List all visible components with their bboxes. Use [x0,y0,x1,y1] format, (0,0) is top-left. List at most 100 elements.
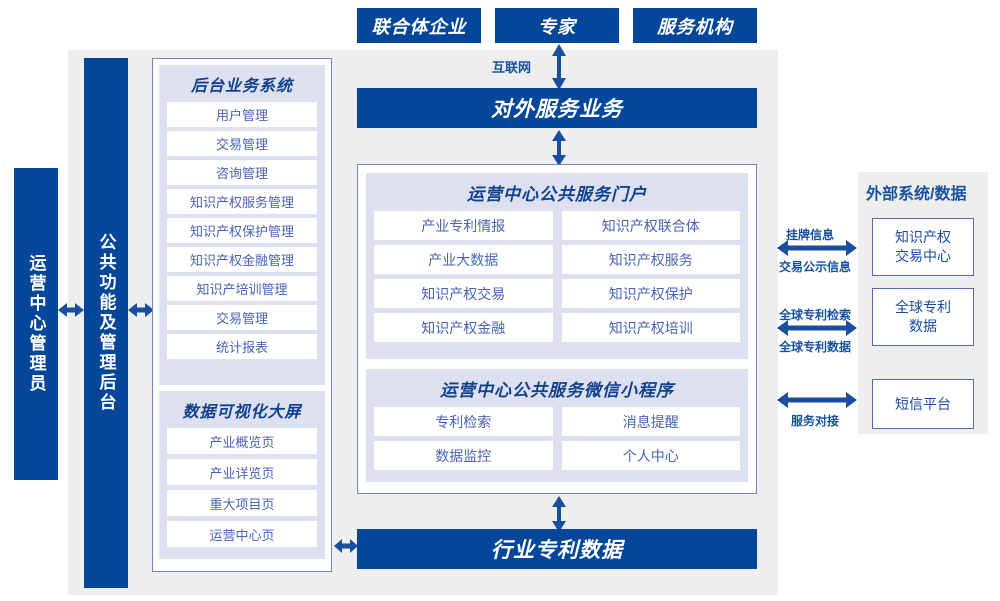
internet-label: 互联网 [492,60,532,75]
portal-item[interactable]: 知识产权保护 [561,279,740,308]
list-item[interactable]: 交易管理 [167,131,317,156]
list-item-label: 交易管理 [215,311,268,326]
portal-item-label: 知识产权金融 [421,319,506,336]
external-box-line2: 交易中心 [895,248,951,264]
list-item[interactable]: 知识产培训管理 [167,276,317,301]
connector-label-below: 全球专利数据 [779,340,852,354]
external-systems-title: 外部系统/数据 [866,186,967,203]
portal-group: 运营中心公共服务门户 产业专利情报 知识产权联合体 产业大数据 知识产权服务 知… [366,173,748,359]
service-to-portal-arrow [550,130,568,166]
role-link-arrow-right [128,302,154,318]
connector-label-below: 服务对接 [791,414,840,428]
portal-item-label: 知识产权联合体 [601,217,700,234]
list-item-label: 运营中心页 [209,527,275,543]
portal-item[interactable]: 知识产权金融 [374,313,553,342]
industry-patent-data-label: 行业专利数据 [491,539,623,562]
top-actor-label: 专家 [538,16,576,37]
portal-item-label: 知识产权服务 [608,251,693,268]
miniprogram-title: 运营中心公共服务微信小程序 [440,381,674,400]
portal-to-bottom-arrow [550,496,568,532]
portal-item[interactable]: 知识产权服务 [561,245,740,274]
portal-item[interactable]: 知识产权交易 [374,279,553,308]
miniprogram-item-label: 专利检索 [435,413,492,430]
miniprogram-item[interactable]: 专利检索 [374,407,553,436]
connector-label-below: 交易公示信息 [779,260,852,274]
external-box-line2: 数据 [909,318,937,334]
portal-item-label: 产业专利情报 [421,217,506,234]
portal-item-label: 知识产权交易 [421,285,506,302]
list-item-label: 产业概览页 [209,434,275,450]
backend-system-group: 后台业务系统 用户管理 交易管理 咨询管理 知识产权服务管理 知识产权保护管理 … [159,65,325,385]
portal-item-label: 知识产权保护 [608,285,693,302]
external-box-line1: 知识产权 [895,229,951,246]
dataviz-list: 产业概览页 产业详览页 重大项目页 运营中心页 [167,428,317,547]
connector-label-above: 挂牌信息 [786,228,835,242]
list-item-label: 知识产权服务管理 [189,195,294,210]
top-actor-expert[interactable]: 专家 [495,8,619,43]
list-item[interactable]: 知识产权金融管理 [167,247,317,272]
list-item-label: 交易管理 [215,137,268,152]
miniprogram-item[interactable]: 个人中心 [561,441,740,470]
list-item-label: 咨询管理 [215,166,268,181]
list-item[interactable]: 重大项目页 [167,490,317,516]
connector-arrow-2 [777,320,857,336]
internet-arrow [550,44,568,90]
top-actor-service-org[interactable]: 服务机构 [633,8,757,43]
role-operation-center-admin[interactable]: 运营中心管理员 [14,168,58,480]
role-link-arrow-left [58,302,84,318]
list-item[interactable]: 用户管理 [167,102,317,127]
external-box-global-patent-data[interactable]: 全球专利 数据 [872,288,974,346]
external-box-sms-platform[interactable]: 短信平台 [872,379,974,429]
backend-to-bottom-arrow [334,538,358,554]
portal-item-label: 产业大数据 [428,251,499,268]
top-actor-lianhe[interactable]: 联合体企业 [357,8,481,43]
miniprogram-item[interactable]: 消息提醒 [561,407,740,436]
portal-item[interactable]: 产业专利情报 [374,211,553,240]
portal-item[interactable]: 产业大数据 [374,245,553,274]
external-service-bar[interactable]: 对外服务业务 [357,88,757,128]
list-item-label: 知识产权金融管理 [189,253,294,268]
role-label: 运营中心管理员 [26,254,46,394]
miniprogram-item-label: 个人中心 [622,447,679,464]
miniprogram-item-label: 数据监控 [435,447,492,464]
industry-patent-data-bar[interactable]: 行业专利数据 [357,529,757,569]
external-service-label: 对外服务业务 [491,98,623,121]
miniprogram-group: 运营中心公共服务微信小程序 专利检索 消息提醒 数据监控 个人中心 [366,369,748,482]
list-item[interactable]: 运营中心页 [167,521,317,547]
miniprogram-grid: 专利检索 消息提醒 数据监控 个人中心 [374,407,740,470]
list-item-label: 统计报表 [215,340,268,355]
list-item[interactable]: 知识产权服务管理 [167,189,317,214]
external-box-line1: 短信平台 [895,395,951,412]
backend-system-list: 用户管理 交易管理 咨询管理 知识产权服务管理 知识产权保护管理 知识产权金融管… [167,102,317,359]
top-actor-label: 联合体企业 [371,16,467,37]
external-box-ip-trading-center[interactable]: 知识产权 交易中心 [872,218,974,276]
role-label: 公共功能及管理后台 [96,233,116,413]
dataviz-group: 数据可视化大屏 产业概览页 产业详览页 重大项目页 运营中心页 [159,391,325,559]
role-public-function-backend[interactable]: 公共功能及管理后台 [84,58,128,588]
list-item[interactable]: 知识产权保护管理 [167,218,317,243]
external-box-line1: 全球专利 [895,299,951,316]
list-item[interactable]: 产业详览页 [167,459,317,485]
connector-arrow-1 [777,240,857,256]
portal-grid: 产业专利情报 知识产权联合体 产业大数据 知识产权服务 知识产权交易 知识产权保… [374,211,740,342]
miniprogram-item[interactable]: 数据监控 [374,441,553,470]
portal-title: 运营中心公共服务门户 [467,185,647,204]
list-item[interactable]: 交易管理 [167,305,317,330]
list-item[interactable]: 统计报表 [167,334,317,359]
list-item-label: 知识产培训管理 [196,282,288,297]
portal-item[interactable]: 知识产权培训 [561,313,740,342]
miniprogram-item-label: 消息提醒 [622,413,679,430]
list-item-label: 重大项目页 [209,496,275,512]
backend-panel: 后台业务系统 用户管理 交易管理 咨询管理 知识产权服务管理 知识产权保护管理 … [152,58,332,572]
backend-system-title: 后台业务系统 [190,78,293,95]
portal-panel: 运营中心公共服务门户 产业专利情报 知识产权联合体 产业大数据 知识产权服务 知… [357,164,757,494]
list-item[interactable]: 产业概览页 [167,428,317,454]
portal-item[interactable]: 知识产权联合体 [561,211,740,240]
list-item-label: 产业详览页 [209,465,275,481]
list-item[interactable]: 咨询管理 [167,160,317,185]
connector-label-above: 全球专利检索 [779,308,852,322]
list-item-label: 知识产权保护管理 [189,224,294,239]
dataviz-title: 数据可视化大屏 [182,404,302,421]
list-item-label: 用户管理 [215,108,268,123]
